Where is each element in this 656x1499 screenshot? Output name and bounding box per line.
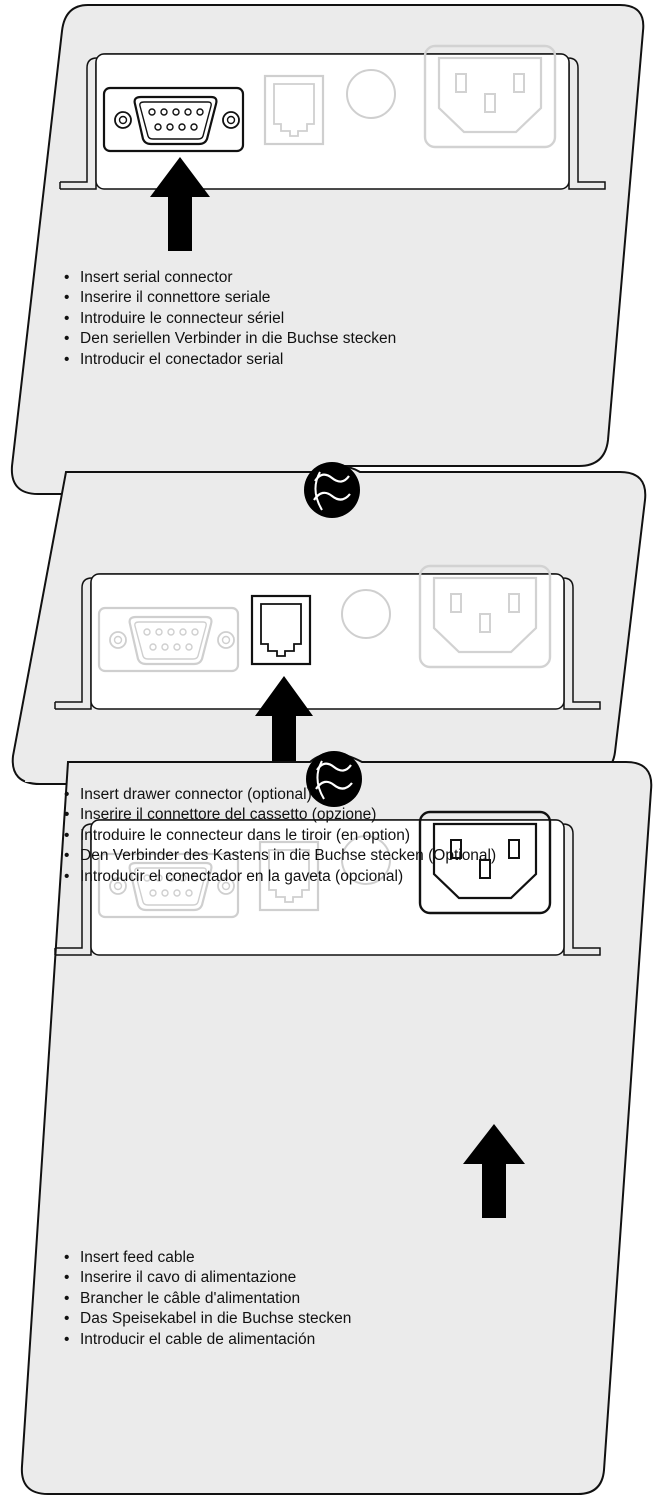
instruction-de: Den Verbinder des Kastens in die Buchse … bbox=[63, 846, 496, 867]
instruction-es: Introducir el conectador serial bbox=[63, 350, 396, 371]
instruction-en: Insert drawer connector (optional) bbox=[63, 785, 496, 806]
insert-arrow bbox=[255, 676, 313, 772]
instruction-de: Den seriellen Verbinder in die Buchse st… bbox=[63, 329, 396, 350]
insert-arrow bbox=[463, 1124, 525, 1218]
instruction-en: Insert serial connector bbox=[63, 268, 396, 289]
instruction-es: Introducir el cable de alimentación bbox=[63, 1330, 351, 1351]
instruction-list-step-2: Insert drawer connector (optional) Inser… bbox=[63, 785, 496, 887]
connector-joint-icon bbox=[302, 460, 362, 520]
instruction-fr: Introduire le connecteur dans le tiroir … bbox=[63, 826, 496, 847]
instruction-it: Inserire il cavo di alimentazione bbox=[63, 1268, 351, 1289]
instruction-fr: Brancher le câble d'alimentation bbox=[63, 1289, 351, 1310]
step-panel-1 bbox=[10, 4, 645, 496]
instruction-list-step-1: Insert serial connector Inserire il conn… bbox=[63, 268, 396, 370]
instruction-list-step-3: Insert feed cable Inserire il cavo di al… bbox=[63, 1248, 351, 1350]
instruction-fr: Introduire le connecteur sériel bbox=[63, 309, 396, 330]
insert-arrow bbox=[150, 157, 210, 251]
instruction-de: Das Speisekabel in die Buchse stecken bbox=[63, 1309, 351, 1330]
printer-rear-panel bbox=[54, 564, 601, 710]
instruction-it: Inserire il connettore seriale bbox=[63, 288, 396, 309]
instruction-en: Insert feed cable bbox=[63, 1248, 351, 1269]
instruction-it: Inserire il connettore del cassetto (opz… bbox=[63, 805, 496, 826]
instruction-es: Introducir el conectador en la gaveta (o… bbox=[63, 867, 496, 888]
printer-rear-panel bbox=[59, 44, 606, 190]
step-panel-2 bbox=[11, 465, 647, 787]
